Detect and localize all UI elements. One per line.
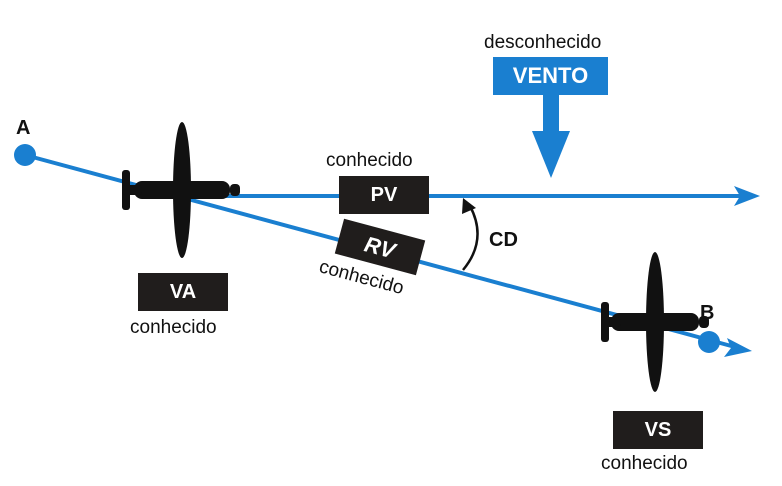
vs-box: VS <box>613 411 703 449</box>
wind-label: VENTO <box>512 63 589 88</box>
aircraft-icon <box>122 122 240 258</box>
point-b-label: B <box>700 302 715 324</box>
course-arrowhead-icon <box>724 338 752 357</box>
wind-box: VENTO <box>493 57 608 95</box>
wind-status: desconhecido <box>484 32 602 53</box>
vs-label: VS <box>644 418 672 441</box>
heading-arrowhead-icon <box>734 186 760 206</box>
angle-label: CD <box>489 229 518 251</box>
vs-status: conhecido <box>601 453 688 474</box>
point-b-marker <box>698 331 720 353</box>
wind-arrow-icon <box>532 95 570 178</box>
point-a-label: A <box>16 117 31 139</box>
point-a-marker <box>14 144 36 166</box>
va-status: conhecido <box>130 317 217 338</box>
pv-status: conhecido <box>326 150 413 171</box>
angle-arc-icon <box>462 198 479 271</box>
pv-box: PV <box>339 176 429 214</box>
va-box: VA <box>138 273 228 311</box>
aircraft-icon <box>601 252 709 392</box>
rv-box: RV <box>334 218 426 276</box>
va-label: VA <box>169 280 197 303</box>
pv-label: PV <box>370 183 398 206</box>
